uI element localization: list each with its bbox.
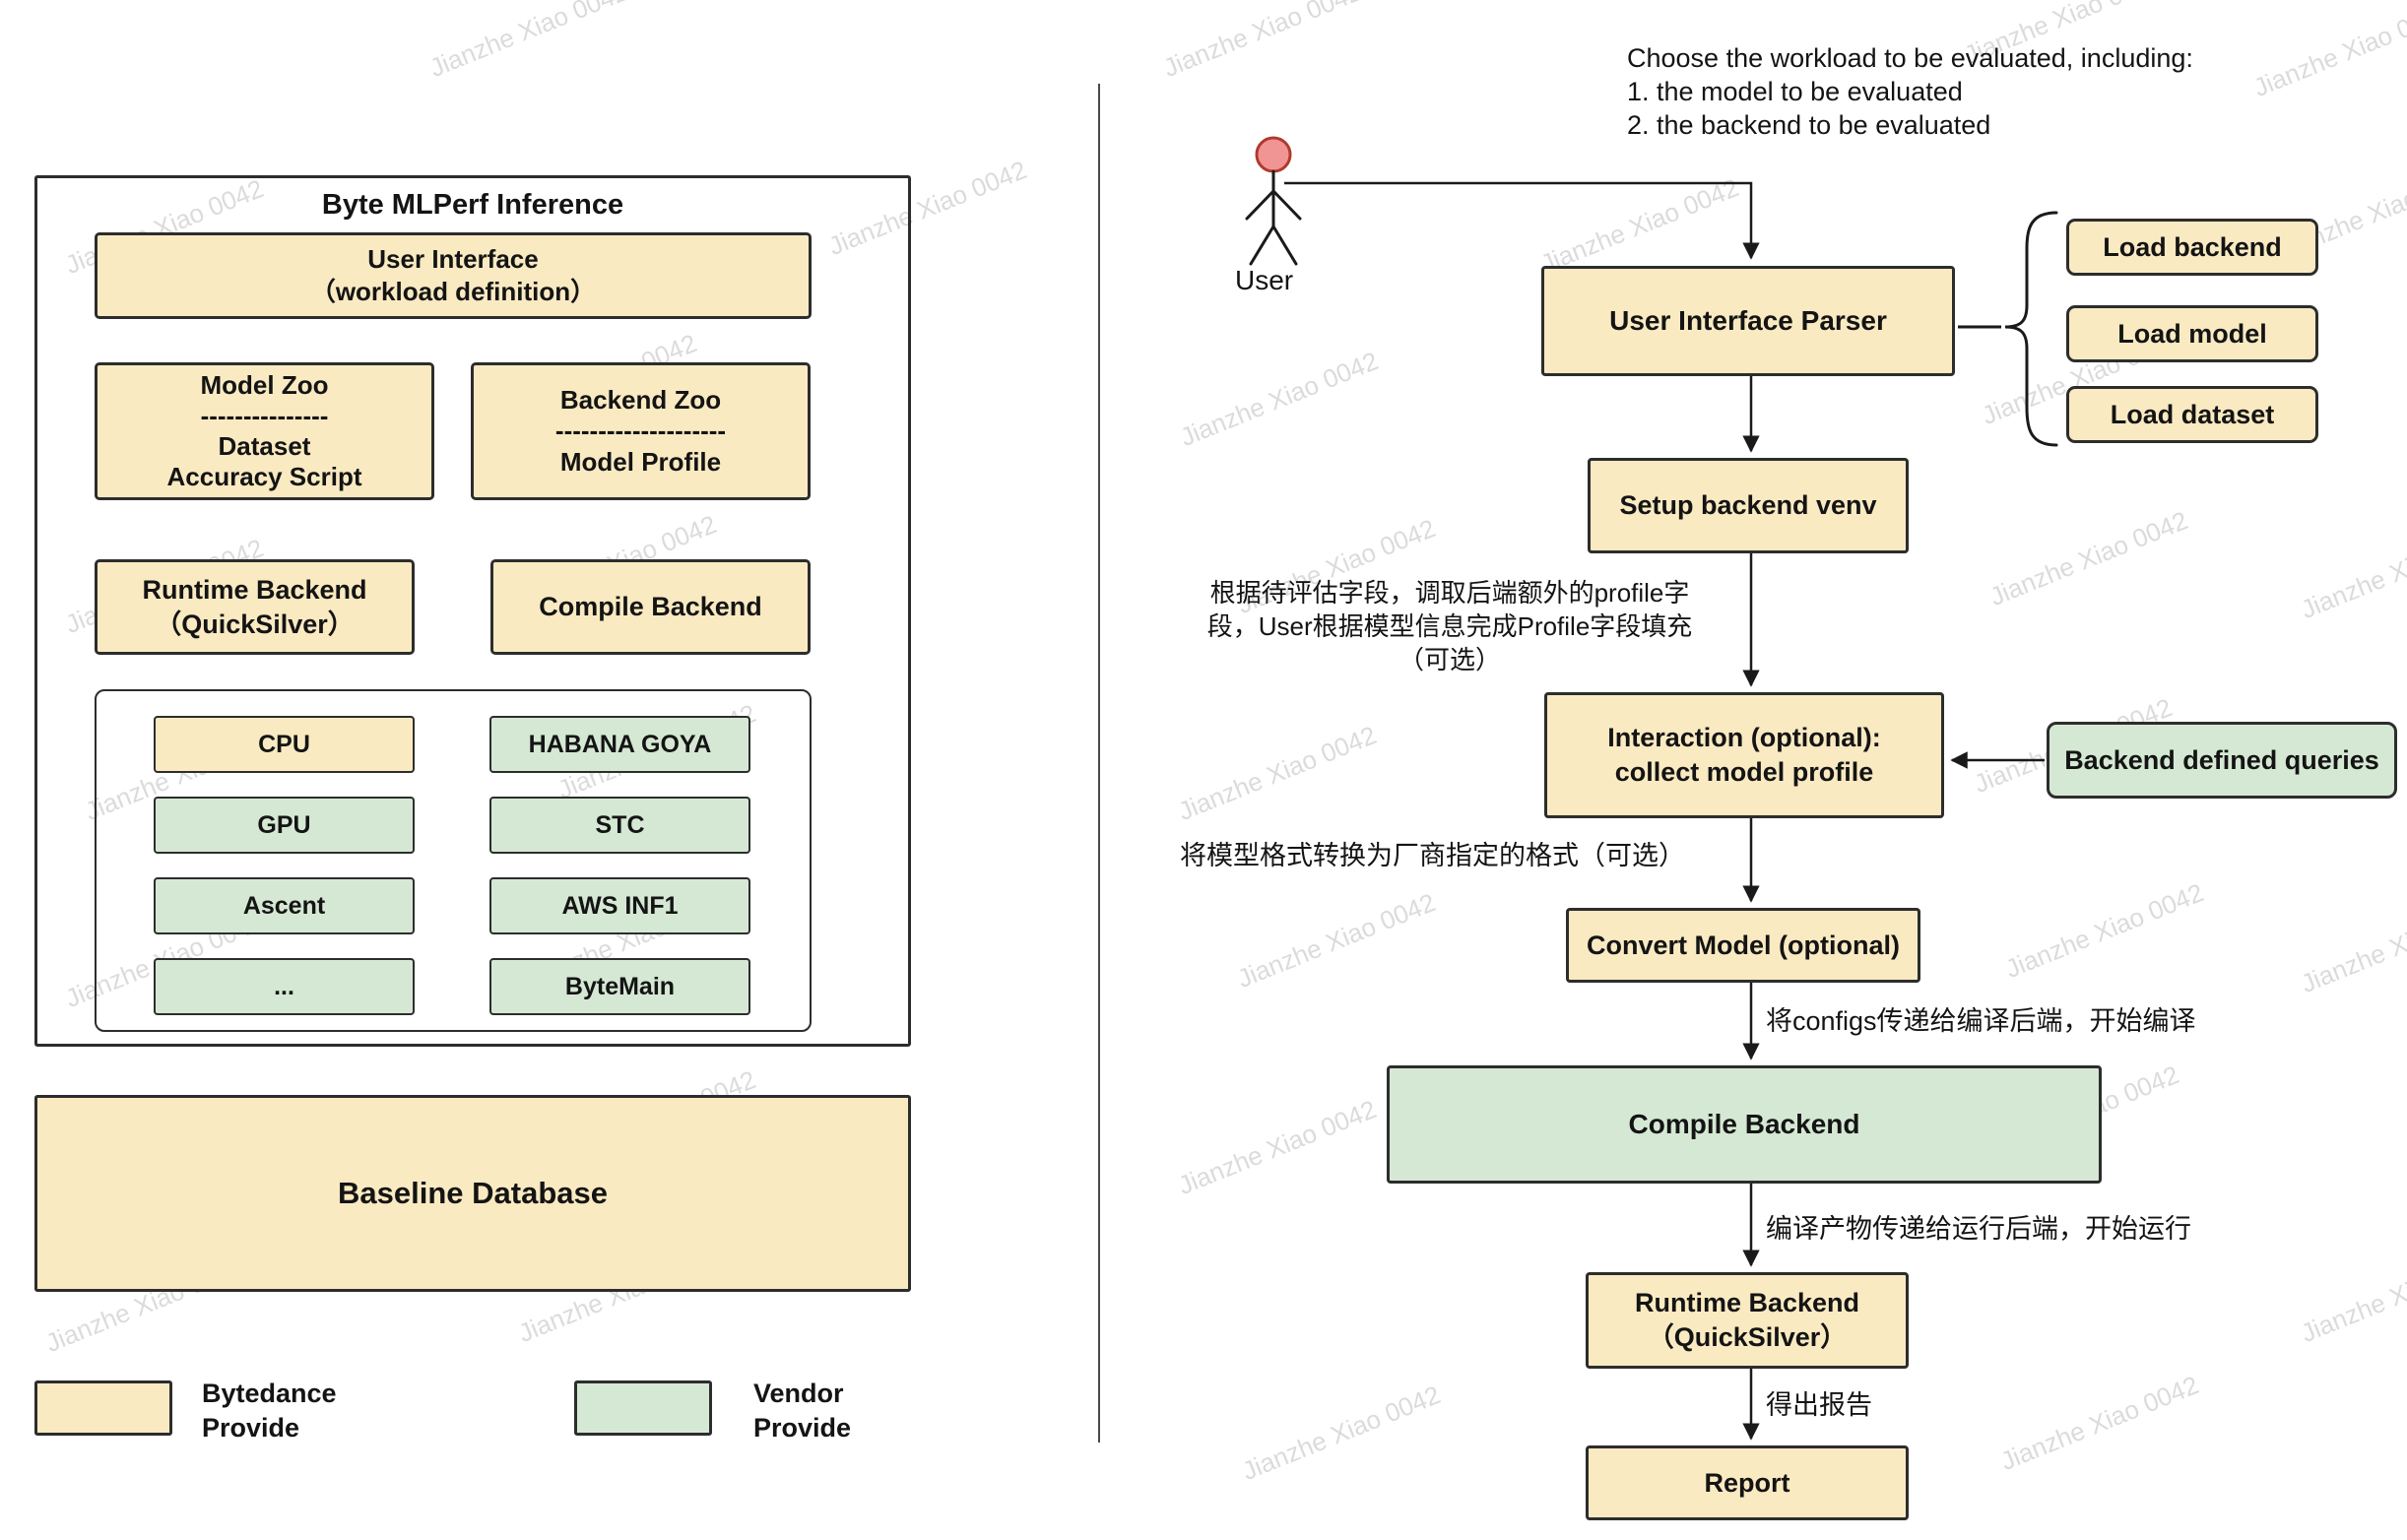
legend-bytedance-label: Bytedance Provide — [202, 1379, 337, 1443]
runtime-backend-line1: Runtime Backend — [142, 574, 367, 605]
runtime-backend-line2: （QuickSilver） — [155, 609, 355, 639]
runtime-backend-box: Runtime Backend （QuickSilver） — [95, 559, 415, 655]
report-box: Report — [1586, 1445, 1909, 1520]
user-label: User — [1235, 265, 1294, 295]
compile-backend-box: Compile Backend — [490, 559, 811, 655]
chip-stc: STC — [489, 797, 750, 854]
convert-note: 将模型格式转换为厂商指定的格式（可选） — [1180, 841, 1685, 870]
load-model-box: Load model — [2066, 305, 2318, 362]
baseline-database-box: Baseline Database — [34, 1095, 911, 1292]
model-zoo-divider: --------------- — [200, 400, 329, 430]
panel-title: Byte MLPerf Inference — [321, 189, 624, 221]
watermark-text: Jianzhe Xiao 0042 — [1158, 0, 1366, 84]
baseline-database-label: Baseline Database — [338, 1176, 608, 1211]
watermark-text: Jianzhe Xiao 0042 — [1535, 172, 1743, 280]
model-zoo-title: Model Zoo — [200, 369, 329, 400]
runtime-backend-flow-box: Runtime Backend （QuickSilver） — [1586, 1272, 1909, 1369]
backend-zoo-profile: Model Profile — [559, 446, 722, 477]
watermark-text: Jianzhe Xiao 0042 — [1984, 505, 2192, 612]
watermark-text: Jianzhe Xiao 0042 — [1175, 346, 1383, 453]
chip-habana-goya: HABANA GOYA — [489, 716, 750, 773]
model-zoo-dataset: Dataset — [218, 431, 311, 461]
legend-bytedance-swatch — [34, 1380, 172, 1436]
watermark-text: Jianzhe Xiao 0042 — [1995, 1370, 2203, 1477]
architecture-panel — [34, 175, 911, 1047]
chip-gpu: GPU — [154, 797, 415, 854]
watermark-text: Jianzhe Xiao 0042 — [1173, 720, 1381, 827]
chip-ascent: Ascent — [154, 877, 415, 934]
legend-vendor-swatch — [574, 1380, 712, 1436]
user-figure — [1245, 136, 1302, 266]
watermark-text: Jianzhe Xiao 0042 — [1237, 1380, 1445, 1487]
backend-zoo-box: Backend Zoo -------------------- Model P… — [471, 362, 811, 500]
chip-bytemain: ByteMain — [489, 958, 750, 1015]
report-note: 得出报告 — [1766, 1390, 1872, 1420]
legend-vendor-label: Vendor Provide — [753, 1379, 852, 1443]
watermark-text: Jianzhe Xiao 0042 — [2000, 877, 2208, 985]
user-interface-parser-box: User Interface Parser — [1541, 266, 1955, 376]
backend-zoo-divider: -------------------- — [554, 416, 727, 446]
watermark-text: Jianzhe Xiao 0042 — [2296, 518, 2407, 625]
chip-more: ... — [154, 958, 415, 1015]
user-interface-box: User Interface （workload definition） — [95, 232, 812, 319]
panel-divider — [1098, 84, 1100, 1443]
watermark-text: Jianzhe Xiao 0042 — [424, 0, 632, 84]
setup-backend-venv-box: Setup backend venv — [1588, 458, 1909, 553]
watermark-text: Jianzhe Xiao 0042 — [2248, 0, 2407, 103]
hardware-group-box — [95, 689, 812, 1032]
load-dataset-box: Load dataset — [2066, 386, 2318, 443]
watermark-text: Jianzhe Xiao 0042 — [1232, 887, 1440, 995]
profile-note: 根据待评估字段，调取后端额外的profile字 段，User根据模型信息完成Pr… — [1206, 578, 1693, 674]
compile-backend-flow-box: Compile Backend — [1387, 1065, 2102, 1184]
backend-zoo-title: Backend Zoo — [559, 385, 722, 416]
watermark-text: Jianzhe Xiao 0042 — [2296, 1242, 2407, 1349]
watermark-text: Jianzhe Xiao 0042 — [1173, 1094, 1381, 1201]
user-interface-line2: （workload definition） — [309, 277, 597, 306]
chip-aws-inf1: AWS INF1 — [489, 877, 750, 934]
backend-defined-queries-box: Backend defined queries — [2047, 722, 2397, 799]
chip-cpu: CPU — [154, 716, 415, 773]
model-zoo-box: Model Zoo --------------- Dataset Accura… — [95, 362, 434, 500]
interaction-box: Interaction (optional): collect model pr… — [1544, 692, 1944, 818]
compile-note: 将configs传递给编译后端，开始编译 — [1766, 1006, 2196, 1036]
compile-backend-label: Compile Backend — [539, 592, 762, 622]
workload-note: Choose the workload to be evaluated, inc… — [1627, 43, 2193, 140]
watermark-text: Jianzhe Xiao 0042 — [2296, 892, 2407, 999]
runtime-note: 编译产物传递给运行后端，开始运行 — [1766, 1214, 2191, 1244]
convert-model-box: Convert Model (optional) — [1566, 908, 1920, 983]
user-interface-line1: User Interface — [367, 243, 539, 274]
model-zoo-accuracy: Accuracy Script — [166, 462, 362, 492]
load-backend-box: Load backend — [2066, 219, 2318, 276]
